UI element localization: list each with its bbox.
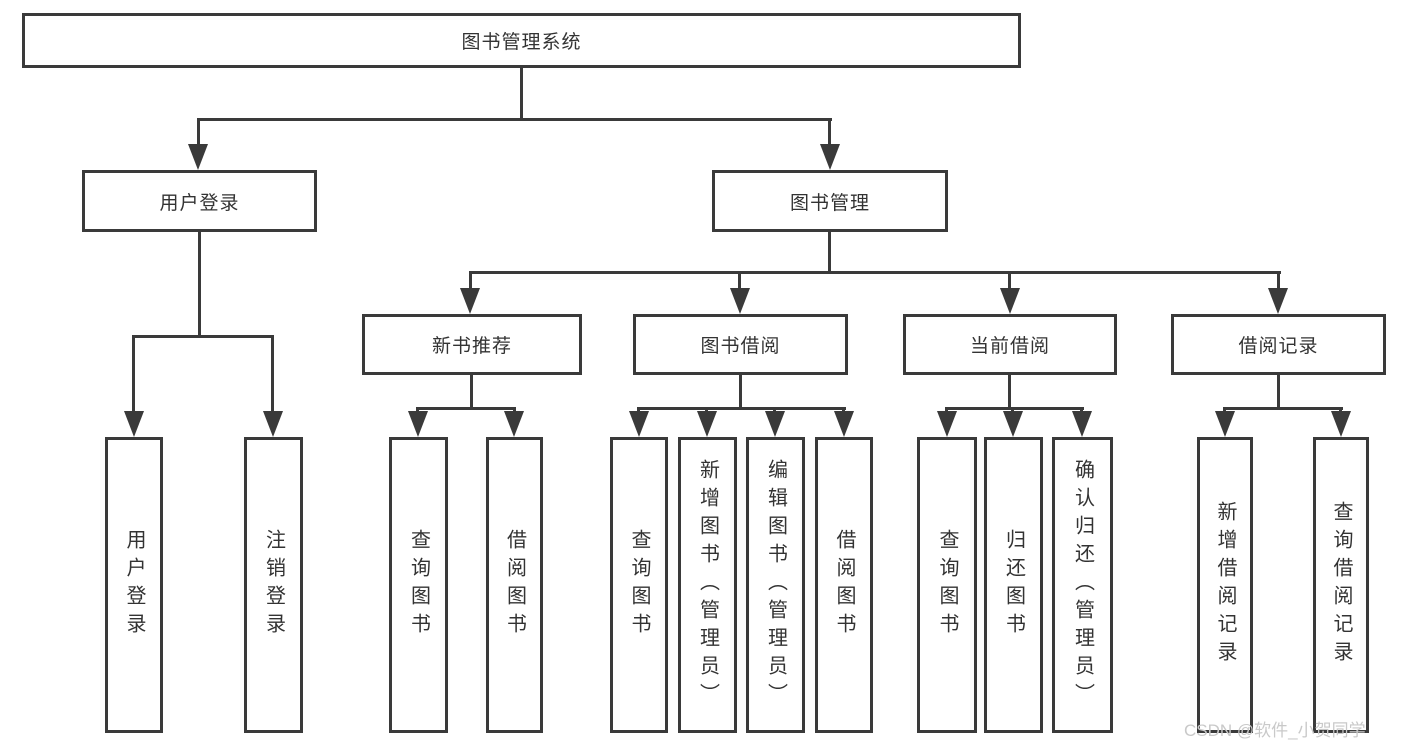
connector-book-borrow-bus: [637, 407, 846, 410]
connector-book-borrow-trunk: [739, 375, 742, 410]
arrow-down-icon: [1072, 411, 1092, 437]
arrow-down-icon: [730, 288, 750, 314]
arrow-down-icon: [1215, 411, 1235, 437]
leaf-rec-query-books: 查询图书: [389, 437, 448, 733]
node-book-borrow: 图书借阅: [633, 314, 848, 375]
connector-drop-new-book-rec: [469, 271, 472, 293]
leaf-cb-query-books-label: 查询图书: [936, 529, 958, 641]
connector-root-bus: [197, 118, 832, 121]
leaf-cb-query-books: 查询图书: [917, 437, 977, 733]
node-current-borrow: 当前借阅: [903, 314, 1117, 375]
node-borrow-records: 借阅记录: [1171, 314, 1386, 375]
arrow-down-icon: [1003, 411, 1023, 437]
arrow-down-icon: [1000, 288, 1020, 314]
connector-drop-current-borrow: [1008, 271, 1011, 293]
connector-book-mgmt-trunk: [828, 232, 831, 274]
leaf-bb-edit-books: 编辑图书（管理员）: [746, 437, 805, 733]
arrow-down-icon: [504, 411, 524, 437]
arrow-down-icon: [188, 144, 208, 170]
leaf-bb-add-books-label: 新增图书（管理员）: [696, 459, 719, 711]
connector-drop-book-mgmt: [828, 118, 831, 148]
connector-borrow-records-trunk: [1277, 375, 1280, 410]
leaf-bb-add-books: 新增图书（管理员）: [678, 437, 737, 733]
arrow-down-icon: [263, 411, 283, 437]
node-book-borrow-label: 图书借阅: [700, 336, 781, 357]
node-new-book-rec-label: 新书推荐: [431, 336, 512, 357]
connector-new-book-rec-trunk: [470, 375, 473, 410]
leaf-bb-query-books-label: 查询图书: [628, 529, 650, 641]
leaf-cb-return-books: 归还图书: [984, 437, 1043, 733]
arrow-down-icon: [765, 411, 785, 437]
csdn-watermark: CSDN @软件_小贺同学: [1184, 721, 1366, 740]
connector-root-trunk: [520, 68, 523, 121]
leaf-bb-borrow-books: 借阅图书: [815, 437, 873, 733]
leaf-logout: 注销登录: [244, 437, 303, 733]
connector-drop-leaf-user-login: [132, 335, 135, 415]
arrow-down-icon: [834, 411, 854, 437]
arrow-down-icon: [1268, 288, 1288, 314]
leaf-rec-borrow-books: 借阅图书: [486, 437, 543, 733]
connector-current-borrow-trunk: [1008, 375, 1011, 410]
node-book-mgmt-label: 图书管理: [789, 192, 870, 214]
node-new-book-rec: 新书推荐: [362, 314, 582, 375]
connector-user-login-bus: [132, 335, 274, 338]
node-user-login: 用户登录: [82, 170, 317, 232]
leaf-logout-label: 注销登录: [262, 529, 285, 641]
leaf-cb-return-books-label: 归还图书: [1002, 529, 1025, 641]
node-user-login-label: 用户登录: [159, 192, 240, 214]
leaf-br-add-record: 新增借阅记录: [1197, 437, 1253, 733]
connector-new-book-rec-bus: [416, 407, 516, 410]
leaf-rec-borrow-books-label: 借阅图书: [503, 529, 526, 641]
leaf-br-query-record: 查询借阅记录: [1313, 437, 1369, 733]
node-borrow-records-label: 借阅记录: [1238, 336, 1319, 357]
leaf-bb-query-books: 查询图书: [610, 437, 668, 733]
arrow-down-icon: [460, 288, 480, 314]
arrow-down-icon: [937, 411, 957, 437]
node-book-mgmt: 图书管理: [712, 170, 948, 232]
connector-book-mgmt-bus: [469, 271, 1281, 274]
node-root-label: 图书管理系统: [461, 32, 582, 53]
arrow-down-icon: [697, 411, 717, 437]
connector-drop-user-login: [197, 118, 200, 148]
connector-drop-borrow-records: [1277, 271, 1280, 293]
leaf-br-query-record-label: 查询借阅记录: [1330, 501, 1352, 669]
arrow-down-icon: [629, 411, 649, 437]
arrow-down-icon: [408, 411, 428, 437]
node-root: 图书管理系统: [22, 13, 1021, 68]
leaf-bb-borrow-books-label: 借阅图书: [833, 529, 855, 641]
leaf-rec-query-books-label: 查询图书: [407, 529, 430, 641]
leaf-cb-confirm-return: 确认归还（管理员）: [1052, 437, 1113, 733]
arrow-down-icon: [124, 411, 144, 437]
connector-drop-book-borrow: [738, 271, 741, 293]
leaf-user-login-label: 用户登录: [123, 529, 145, 641]
leaf-bb-edit-books-label: 编辑图书（管理员）: [764, 459, 787, 711]
arrow-down-icon: [820, 144, 840, 170]
connector-drop-leaf-logout: [271, 335, 274, 415]
leaf-cb-confirm-return-label: 确认归还（管理员）: [1071, 459, 1094, 711]
node-current-borrow-label: 当前借阅: [969, 336, 1050, 357]
connector-current-borrow-bus: [945, 407, 1084, 410]
arrow-down-icon: [1331, 411, 1351, 437]
connector-borrow-records-bus: [1223, 407, 1343, 410]
leaf-user-login: 用户登录: [105, 437, 163, 733]
connector-user-login-trunk: [198, 232, 201, 338]
leaf-br-add-record-label: 新增借阅记录: [1214, 501, 1236, 669]
